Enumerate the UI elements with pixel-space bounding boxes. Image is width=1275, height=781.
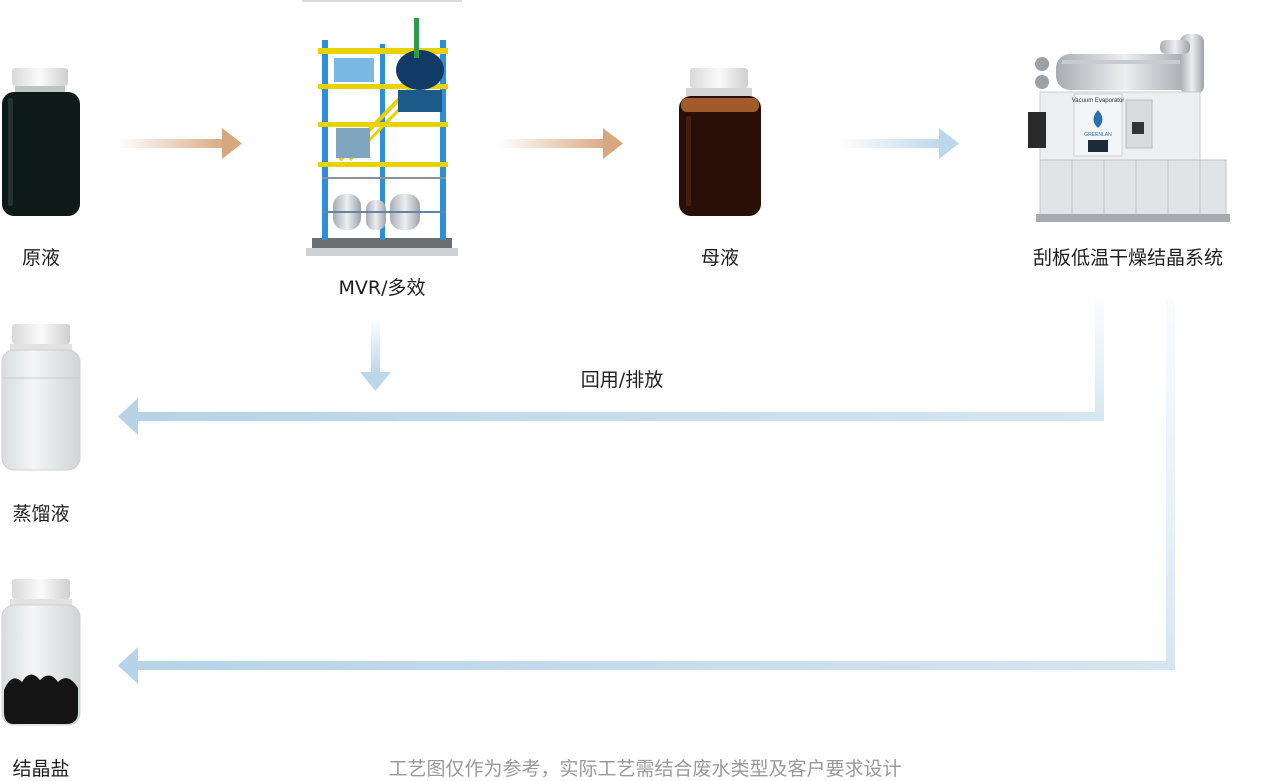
arrow-raw-to-mvr — [118, 128, 242, 159]
mvr-label: MVR/多效 — [338, 277, 426, 299]
arrow-mother-liquor-to-dryer — [838, 128, 959, 159]
crystal-salt-label: 结晶盐 — [12, 758, 70, 780]
scraper-dryer-label: 刮板低温干燥结晶系统 — [1032, 247, 1224, 269]
crystal-salt-bottle — [1, 579, 81, 726]
mvr-top-border — [302, 0, 462, 2]
raw-liquid-bottle — [2, 68, 80, 216]
mother-liquor-bottle — [679, 68, 761, 216]
dryer-brand: GREENLAN — [1084, 132, 1112, 138]
arrow-mvr-down — [360, 318, 391, 391]
distillate-bottle — [1, 324, 81, 471]
footnote: 工艺图仅作为参考，实际工艺需结合废水类型及客户要求设计 — [388, 758, 902, 780]
flow-label-reuse-discharge: 回用/排放 — [580, 369, 664, 391]
scraper-dryer-illustration: Vacuum Evaporator GREENLAN — [1028, 34, 1230, 222]
return-line-crystal-salt — [118, 300, 1175, 684]
return-line-distillate — [118, 300, 1104, 435]
mvr-plant-illustration — [306, 18, 458, 256]
dryer-product-name: Vacuum Evaporator — [1072, 98, 1125, 104]
mother-liquor-label: 母液 — [700, 247, 740, 269]
distillate-label: 蒸馏液 — [12, 503, 70, 525]
arrow-mvr-to-mother-liquor — [498, 128, 623, 159]
raw-liquid-label: 原液 — [21, 247, 61, 269]
